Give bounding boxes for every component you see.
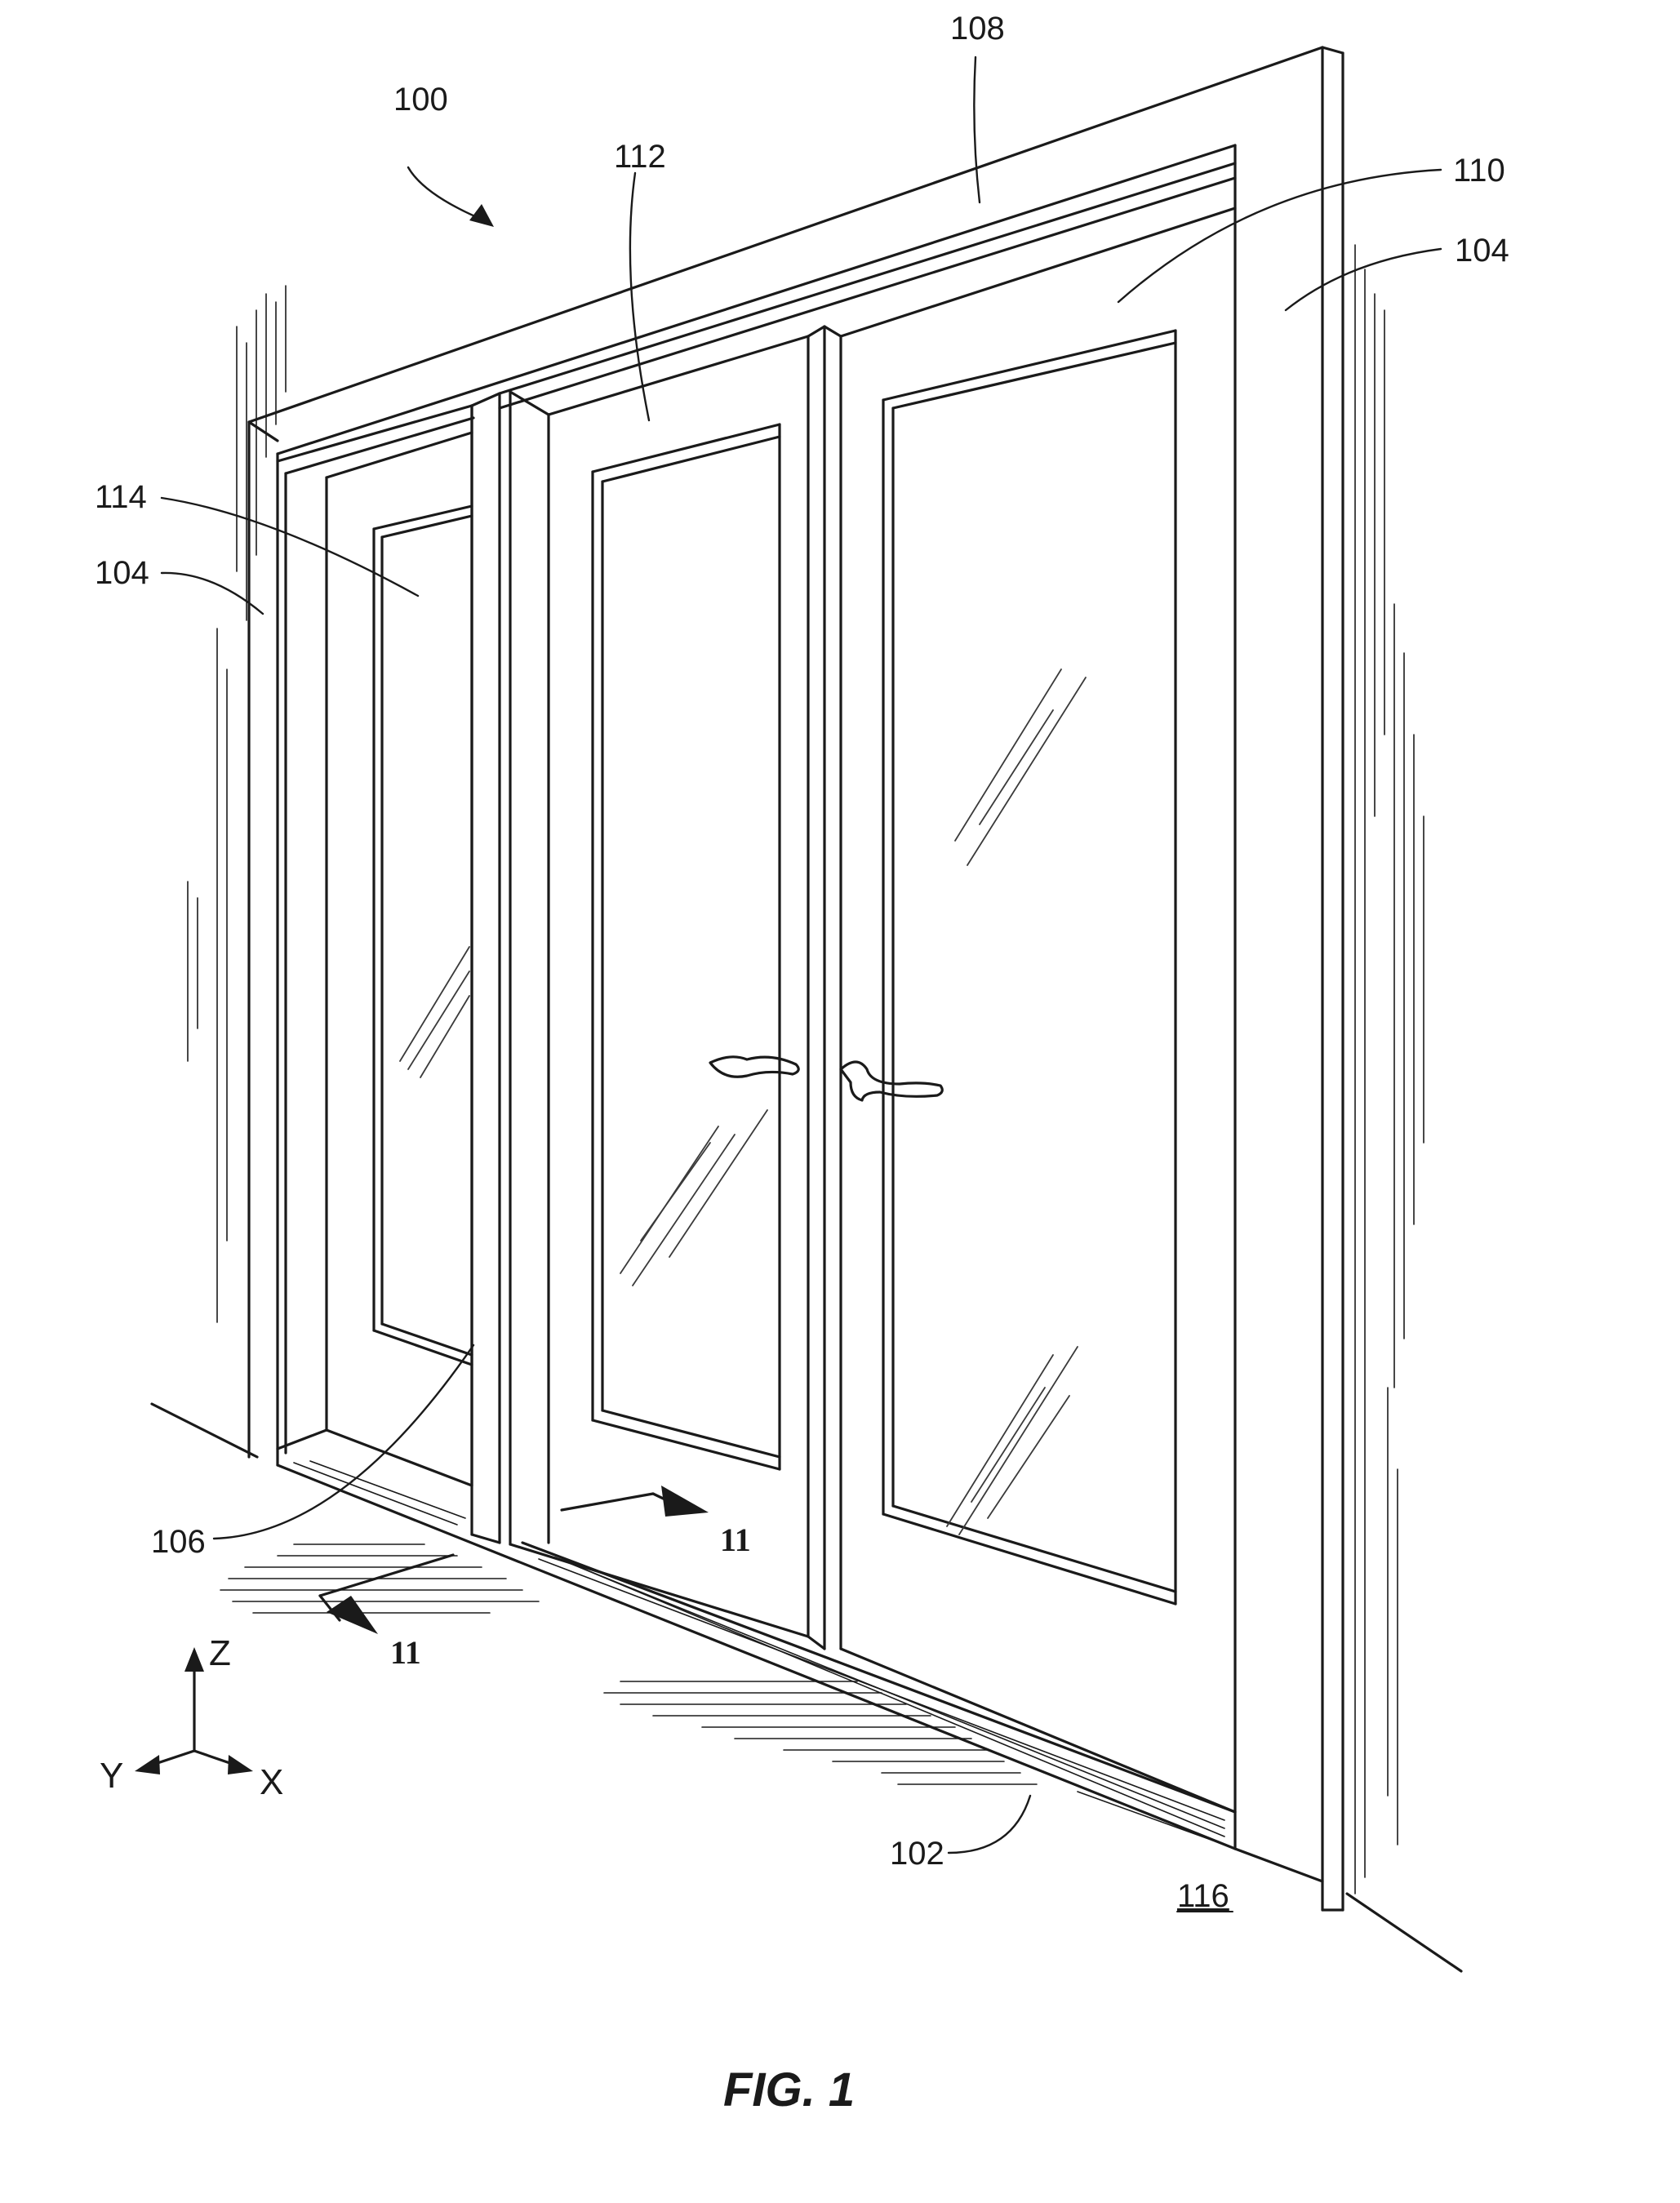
wall-shading-left bbox=[188, 286, 286, 1322]
label-108: 108 bbox=[950, 11, 1005, 47]
door-right bbox=[841, 208, 1235, 1812]
label-axis-x: X bbox=[260, 1762, 283, 1802]
label-104-right: 104 bbox=[1455, 233, 1509, 269]
label-114: 114 bbox=[95, 479, 147, 515]
label-110: 110 bbox=[1453, 153, 1505, 189]
label-axis-z: Z bbox=[209, 1633, 231, 1673]
door-middle bbox=[510, 336, 808, 1637]
label-100: 100 bbox=[393, 82, 448, 118]
labels: 100 108 112 110 104 114 104 106 102 116 … bbox=[95, 11, 1509, 2116]
label-106: 106 bbox=[151, 1524, 206, 1560]
label-112: 112 bbox=[614, 139, 666, 175]
inner-frame bbox=[278, 163, 1235, 1453]
leader-lines bbox=[162, 57, 1441, 1853]
wall-shading-right bbox=[1355, 245, 1424, 1894]
astragal bbox=[472, 393, 500, 1543]
label-axis-y: Y bbox=[100, 1756, 123, 1796]
label-section-lower: 11 bbox=[390, 1634, 421, 1671]
door-left bbox=[374, 406, 472, 1486]
label-102: 102 bbox=[890, 1836, 944, 1872]
coordinate-axes bbox=[135, 1647, 253, 1774]
floor-edges bbox=[152, 1404, 1461, 1971]
figure-caption: FIG. 1 bbox=[723, 2063, 855, 2116]
sill bbox=[278, 1430, 1235, 1849]
meeting-stile bbox=[808, 326, 841, 1649]
label-104-left: 104 bbox=[95, 555, 149, 591]
label-section-upper: 11 bbox=[720, 1521, 751, 1558]
label-116: 116 bbox=[1177, 1878, 1229, 1914]
outer-casing bbox=[249, 47, 1343, 1910]
